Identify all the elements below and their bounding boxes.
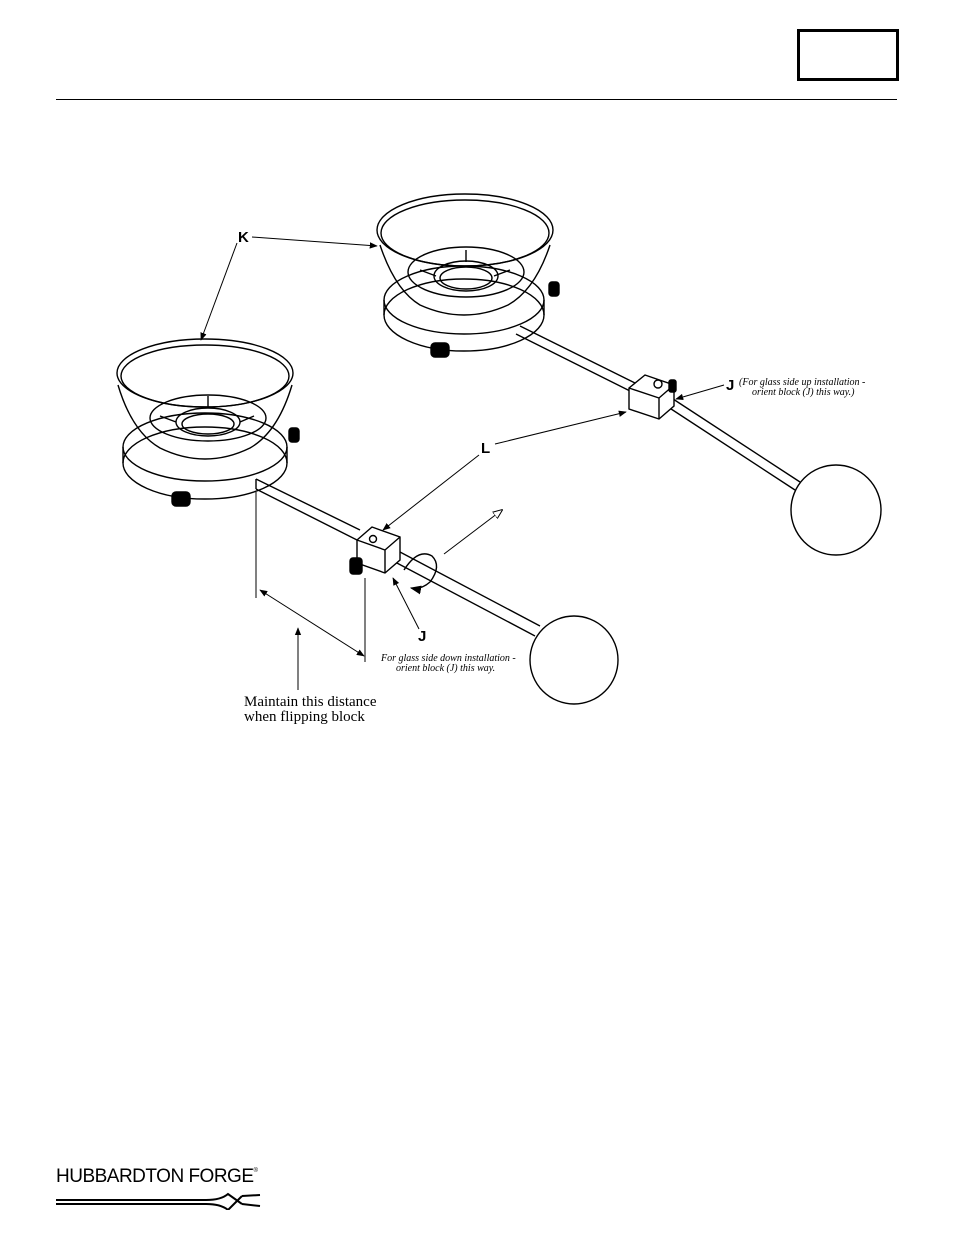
- distance-dimension: [255, 492, 366, 690]
- lower-shade-assembly: [116, 338, 300, 507]
- header-rule: [56, 99, 897, 100]
- lower-rod-assembly: [255, 478, 619, 705]
- hubbardton-forge-logo: HUBBARDTON FORGE®: [56, 1166, 266, 1210]
- label-k: K: [238, 229, 249, 246]
- page-number-box: [797, 29, 899, 81]
- logo-registered-mark: ®: [253, 1168, 258, 1174]
- distance-note-line1: Maintain this distance: [244, 694, 377, 710]
- label-l: L: [481, 440, 490, 457]
- note-glass-down-line1: For glass side down installation -: [380, 653, 516, 664]
- logo-tongs-icon: [56, 1192, 261, 1210]
- leader-lines: [200, 236, 725, 630]
- logo-wordmark: HUBBARDTON FORGE®: [56, 1166, 258, 1188]
- distance-note-line2: when flipping block: [244, 709, 365, 725]
- note-glass-down-line2: orient block (J) this way.: [396, 663, 495, 674]
- logo-text: HUBBARDTON FORGE: [56, 1166, 254, 1187]
- label-j-bottom: J: [418, 628, 426, 645]
- note-glass-up-line2: orient block (J) this way.): [752, 387, 855, 398]
- upper-rod-assembly: [515, 325, 882, 556]
- upper-shade-assembly: [376, 193, 560, 358]
- note-glass-up-line1: (For glass side up installation -: [739, 377, 865, 388]
- label-j-top: J: [726, 377, 734, 394]
